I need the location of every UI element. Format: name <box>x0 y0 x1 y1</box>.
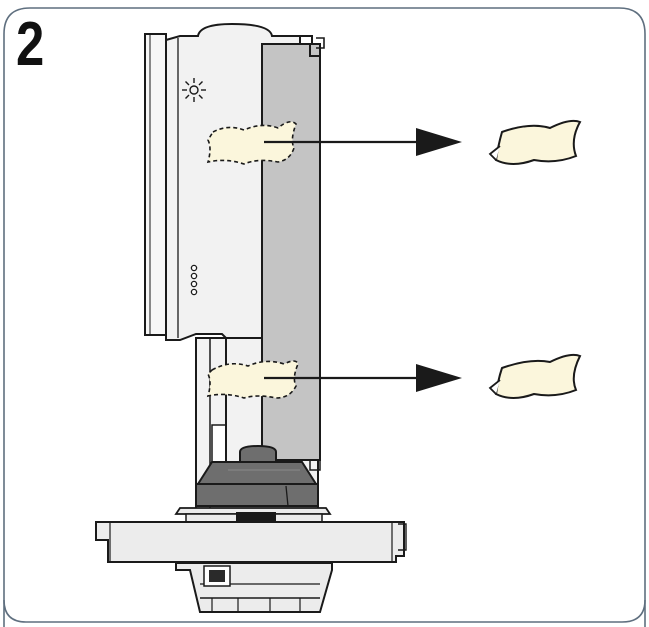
step-number: 2 <box>16 10 44 79</box>
panel-frame <box>3 7 646 627</box>
led-dots-icon <box>190 264 198 296</box>
cover-strip <box>225 337 263 463</box>
base-plate <box>95 507 407 563</box>
arrow-right-icon <box>264 364 462 392</box>
front-cover <box>144 22 301 341</box>
panel-frame-bottom <box>3 599 646 623</box>
tape-lower <box>206 360 299 399</box>
arrow-right-icon <box>264 128 462 156</box>
removed-tape-upper <box>488 119 582 165</box>
removed-tape-lower <box>488 353 582 399</box>
adjuster-knob <box>195 444 319 507</box>
tape-upper <box>206 120 297 165</box>
side-panel <box>261 35 325 471</box>
sun-icon <box>182 78 206 102</box>
mount-housing <box>175 562 333 613</box>
